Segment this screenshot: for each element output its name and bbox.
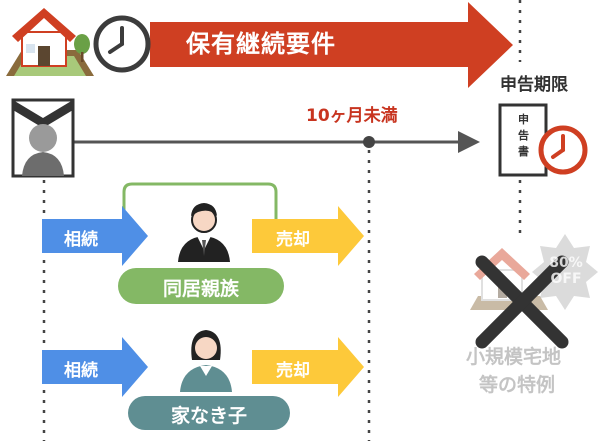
cross-mark-icon — [475, 255, 569, 349]
inherit-label-2: 相続 — [64, 361, 98, 381]
discount-badge-text: 80% OFF — [549, 255, 583, 287]
deceased-portrait-icon — [11, 98, 75, 178]
inherit-label-1: 相続 — [64, 230, 98, 250]
special-exemption-line2: 等の特例 — [479, 374, 556, 396]
cohabiting-relative-pill — [118, 268, 284, 304]
deadline-clock-icon — [538, 125, 588, 175]
homeless-child-pill — [128, 396, 290, 430]
woman-icon — [180, 330, 232, 392]
document-char-2: 告 — [518, 129, 529, 142]
clock-icon — [93, 15, 151, 73]
cohabiting-relative-bracket — [122, 182, 278, 236]
tax-return-document-icon — [498, 103, 548, 177]
ten-month-marker — [363, 136, 375, 148]
inherit-arrow-1 — [42, 206, 148, 266]
discount-badge-icon — [532, 234, 598, 310]
filing-deadline-label: 申告期限 — [500, 75, 568, 95]
sell-label-1: 売却 — [276, 230, 310, 250]
sell-arrow-2 — [252, 337, 364, 397]
special-exemption-line1: 小規模宅地 — [466, 346, 562, 368]
sell-label-2: 売却 — [276, 361, 310, 381]
holding-requirement-arrow — [150, 2, 513, 88]
cohabiting-relative-label: 同居親族 — [162, 278, 239, 300]
timeline-arrowhead — [458, 131, 480, 153]
document-char-3: 書 — [518, 145, 529, 158]
holding-requirement-label: 保有継続要件 — [186, 30, 336, 58]
sell-arrow-1 — [252, 206, 364, 266]
house-icon — [6, 8, 94, 76]
inherit-arrow-2 — [42, 337, 148, 397]
businessman-icon — [178, 203, 230, 262]
period-label: 10ヶ月未満 — [306, 106, 398, 126]
homeless-child-label: 家なき子 — [170, 405, 247, 427]
document-char-1: 申 — [518, 113, 529, 126]
